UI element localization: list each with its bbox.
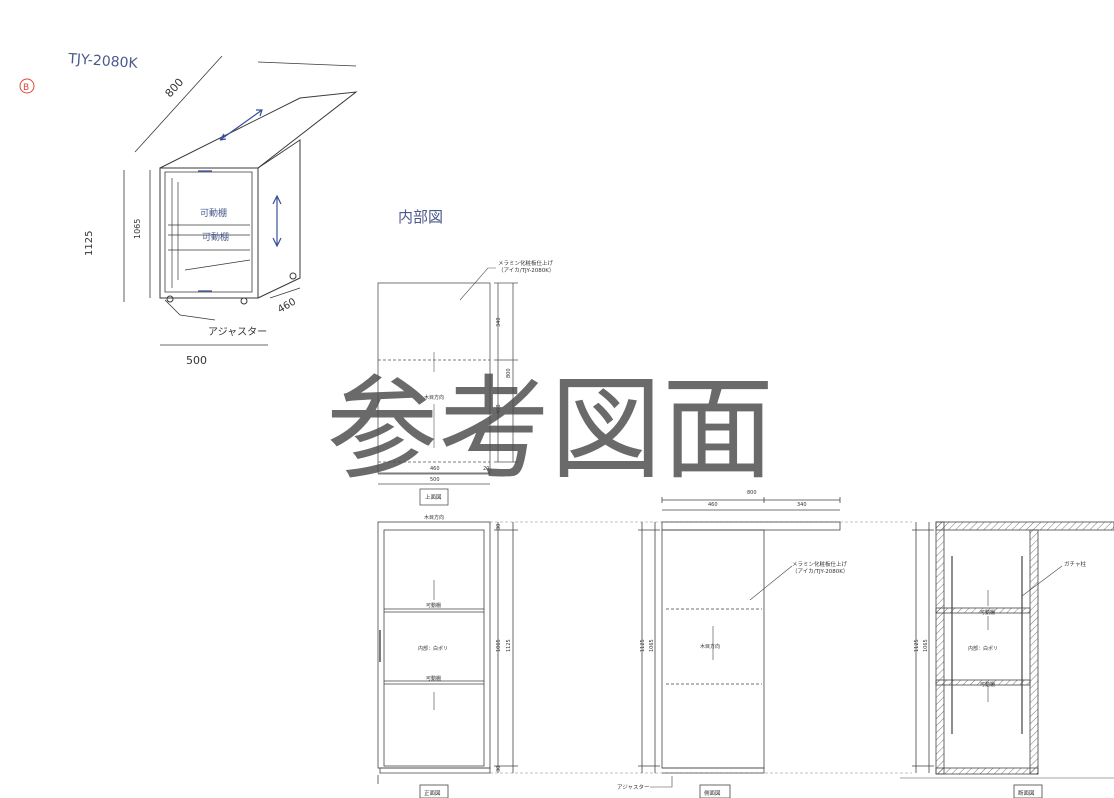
sketch-shelf-label-2: 可動棚 xyxy=(202,231,229,243)
side-dim-1125: 1125 xyxy=(640,639,646,652)
section-caption: 断面図 xyxy=(1018,789,1035,797)
sketch-dim-height: 1125 xyxy=(84,231,95,256)
plan-note-line-2: （アイカ/TJY-2080K） xyxy=(498,267,554,274)
sketch-mark: B xyxy=(23,83,29,93)
front-shelf-label-2: 可動棚 xyxy=(426,675,441,682)
section-inside-label: 内部：白ポリ xyxy=(968,645,998,652)
section-view: ガチャ柱 可動棚 内部：白ポリ 可動棚 1125 1065 断面図 xyxy=(900,521,1114,798)
front-dim-30-top: 30 xyxy=(496,524,502,530)
plan-dim-20: 20 xyxy=(483,466,489,472)
reference-drawing-watermark: 参考図面 xyxy=(326,365,774,495)
front-dim-1065: 1065 xyxy=(496,639,502,652)
front-view: 木目方向 可動棚 内部：白ポリ 可動棚 30 1065 1125 30 正面図 xyxy=(377,514,518,798)
sketch-mark-circle xyxy=(19,78,35,94)
section-post-label: ガチャ柱 xyxy=(1064,560,1086,568)
front-dim-30-bottom: 30 xyxy=(496,766,502,772)
side-dim-800: 800 xyxy=(747,490,757,496)
front-caption: 正面図 xyxy=(424,790,441,797)
section-shelf-label-1: 可動棚 xyxy=(980,609,995,616)
section-shelf-label-2: 可動棚 xyxy=(980,681,995,688)
plan-grain-label: 木目方向 xyxy=(424,394,444,401)
side-adjuster-label: アジャスター xyxy=(617,783,650,791)
side-note-line-1: メラミン化粧板仕上げ xyxy=(792,560,848,568)
front-shelf-label-1: 可動棚 xyxy=(426,602,441,609)
plan-dim-800: 800 xyxy=(506,368,512,378)
plan-caption: 上面図 xyxy=(425,493,442,501)
hand-sketch: TJY-2080K B 800 1125 1065 可動棚 可動棚 アジャスター… xyxy=(19,51,443,367)
side-caption: 側面図 xyxy=(704,789,721,797)
side-dim-1065: 1065 xyxy=(649,639,655,652)
inside-view-title: 内部図 xyxy=(398,208,443,226)
plan-view: メラミン化粧板仕上げ （アイカ/TJY-2080K） 340 460 800 木… xyxy=(377,259,554,506)
plan-dim-460-bottom: 460 xyxy=(430,466,440,472)
plan-dim-340: 340 xyxy=(496,317,502,327)
side-dim-340: 340 xyxy=(797,502,807,508)
section-dim-1065: 1065 xyxy=(923,639,929,652)
sketch-adjuster-label: アジャスター xyxy=(208,326,267,338)
sketch-shelf-label-1: 可動棚 xyxy=(200,207,227,219)
side-note-line-2: （アイカ/TJY-2080K） xyxy=(792,568,848,575)
front-top-label: 木目方向 xyxy=(424,514,444,521)
front-dim-1125: 1125 xyxy=(506,639,512,652)
side-grain-label: 木目方向 xyxy=(700,643,720,650)
plan-dim-460: 460 xyxy=(496,404,502,414)
sketch-dim-inner: 1065 xyxy=(133,219,142,239)
sketch-dim-side: 460 xyxy=(276,297,298,316)
sketch-model-number: TJY-2080K xyxy=(67,51,139,72)
plan-note-line-1: メラミン化粧板仕上げ xyxy=(498,259,554,267)
sketch-dim-depth: 800 xyxy=(163,76,187,100)
side-dim-460: 460 xyxy=(708,502,718,508)
plan-dim-500: 500 xyxy=(430,477,440,483)
section-dim-1125: 1125 xyxy=(914,639,920,652)
front-inside-label: 内部：白ポリ xyxy=(418,645,448,652)
side-view: 800 460 340 メラミン化粧板仕上げ （アイカ/TJY-2080K） 木… xyxy=(617,490,848,798)
sketch-dim-width: 500 xyxy=(186,354,207,367)
